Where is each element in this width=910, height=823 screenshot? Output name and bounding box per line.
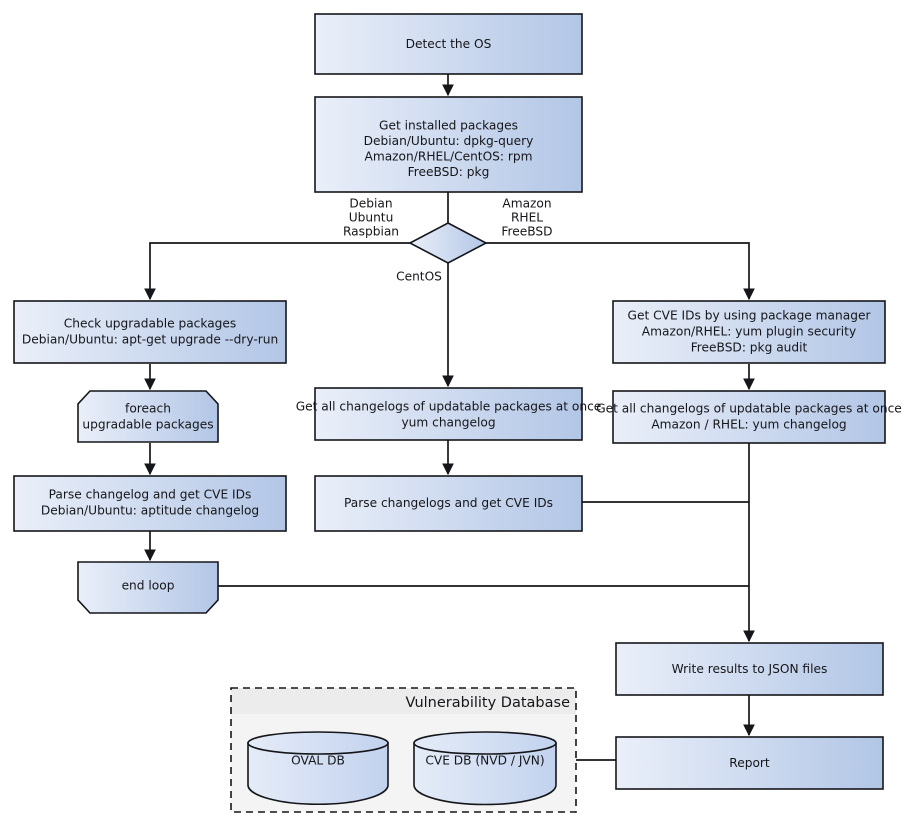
node-oval-db-label: OVAL DB: [291, 754, 345, 768]
node-get-installed-packages-line-2: Amazon/RHEL/CentOS: rpm: [364, 150, 532, 164]
node-report-line-0: Report: [729, 756, 770, 770]
node-get-installed-packages-line-0: Get installed packages: [379, 119, 518, 133]
node-foreach-line-1: upgradable packages: [82, 418, 213, 432]
edge-label-debian-line-2: Raspbian: [343, 225, 399, 239]
node-get-cve-ids-line-1: Amazon/RHEL: yum plugin security: [642, 325, 856, 339]
edge-decision-to-get-cve-ids: [486, 242, 755, 301]
node-cve-db-label: CVE DB (NVD / JVN): [425, 754, 544, 768]
node-check-upgradable-packages-line-0: Check upgradable packages: [64, 317, 237, 331]
node-parse-changelogs-centos[interactable]: Parse changelogs and get CVE IDs: [314, 475, 583, 532]
node-parse-centos-line-0: Parse changelogs and get CVE IDs: [344, 496, 553, 510]
edge-label-debian-line-1: Ubuntu: [349, 211, 394, 225]
node-changelogs-amazon-line-1: Amazon / RHEL: yum changelog: [651, 418, 846, 432]
node-write-results-json[interactable]: Write results to JSON files: [615, 642, 884, 696]
node-write-results-line-0: Write results to JSON files: [672, 662, 828, 676]
node-get-cve-ids-package-manager[interactable]: Get CVE IDs by using package manager Ama…: [612, 300, 886, 364]
edge-label-debian-line-0: Debian: [349, 197, 392, 211]
group-vulnerability-database: Vulnerability Database OVAL DB CVE DB (N…: [230, 687, 577, 813]
node-end-loop-line-0: end loop: [122, 579, 175, 593]
node-oval-db[interactable]: OVAL DB: [247, 731, 389, 806]
edge-label-amazon-line-1: RHEL: [511, 211, 543, 225]
node-report[interactable]: Report: [615, 736, 884, 790]
node-parse-debian-line-1: Debian/Ubuntu: aptitude changelog: [41, 504, 259, 518]
edge-label-debian: Debian Ubuntu Raspbian: [343, 197, 399, 239]
node-check-upgradable-packages-line-1: Debian/Ubuntu: apt-get upgrade --dry-run: [22, 333, 278, 347]
node-parse-debian-line-0: Parse changelog and get CVE IDs: [49, 488, 252, 502]
node-end-loop[interactable]: end loop: [77, 561, 219, 614]
edge-label-centos: CentOS: [396, 270, 442, 284]
group-title: Vulnerability Database: [406, 695, 571, 711]
node-get-installed-packages-line-3: FreeBSD: pkg: [408, 165, 490, 179]
node-changelogs-centos[interactable]: Get all changelogs of updatable packages…: [296, 387, 602, 441]
edge-decision-to-check-upgradable: [144, 242, 410, 301]
edge-label-amazon-line-0: Amazon: [502, 197, 551, 211]
node-get-cve-ids-line-2: FreeBSD: pkg audit: [691, 341, 808, 355]
node-changelogs-centos-line-0: Get all changelogs of updatable packages…: [296, 400, 602, 414]
node-cve-db[interactable]: CVE DB (NVD / JVN): [413, 731, 557, 806]
edge-label-centos-line-0: CentOS: [396, 270, 442, 284]
node-parse-changelog-debian[interactable]: Parse changelog and get CVE IDs Debian/U…: [13, 475, 287, 532]
node-get-cve-ids-line-0: Get CVE IDs by using package manager: [628, 309, 872, 323]
node-foreach-line-0: foreach: [125, 402, 171, 416]
node-changelogs-centos-line-1: yum changelog: [401, 416, 495, 430]
node-detect-os[interactable]: Detect the OS: [314, 13, 583, 75]
edge-label-amazon: Amazon RHEL FreeBSD: [501, 197, 552, 239]
node-get-installed-packages-line-1: Debian/Ubuntu: dpkg-query: [364, 134, 534, 148]
node-changelogs-amazon-rhel[interactable]: Get all changelogs of updatable packages…: [596, 390, 902, 444]
node-get-installed-packages[interactable]: Get installed packages Debian/Ubuntu: dp…: [314, 96, 583, 193]
node-check-upgradable-packages[interactable]: Check upgradable packages Debian/Ubuntu:…: [13, 300, 287, 364]
node-changelogs-amazon-line-0: Get all changelogs of updatable packages…: [596, 402, 902, 416]
node-detect-os-line-0: Detect the OS: [406, 37, 492, 51]
node-os-decision[interactable]: [408, 222, 488, 264]
edge-label-amazon-line-2: FreeBSD: [501, 225, 552, 239]
node-foreach-upgradable-packages[interactable]: foreach upgradable packages: [77, 390, 219, 443]
